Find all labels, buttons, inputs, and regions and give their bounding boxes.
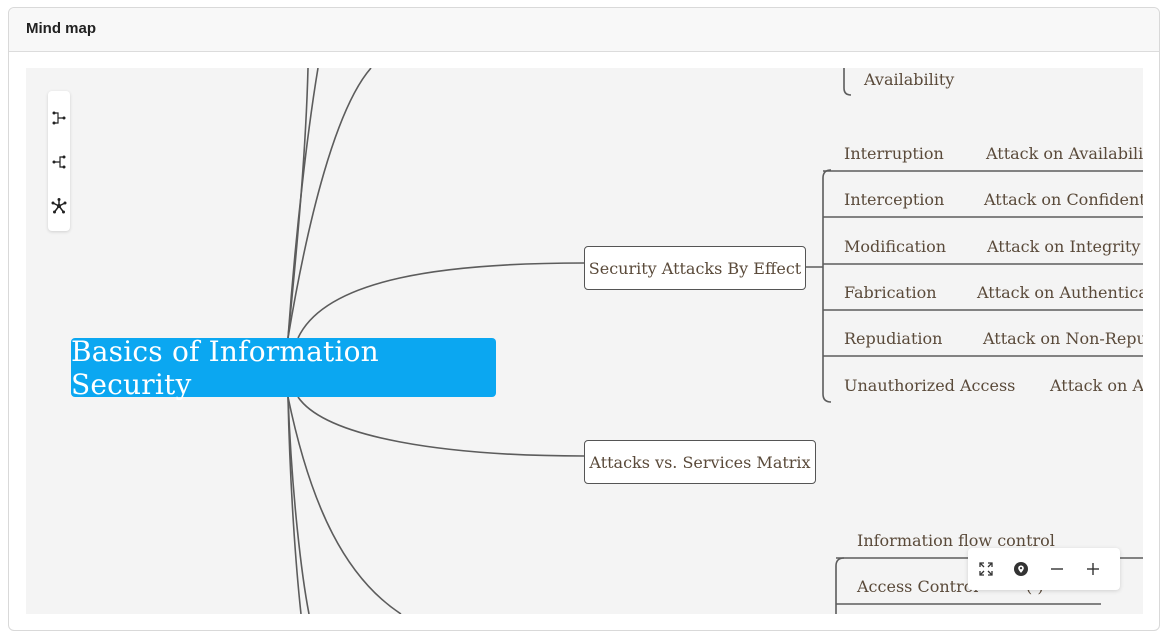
- leaf-access-control[interactable]: Access Control: [857, 577, 979, 596]
- mind-map-panel: Mind map: [8, 7, 1160, 631]
- layout-left-icon[interactable]: [51, 154, 67, 170]
- leaf-effect-name[interactable]: Fabrication: [844, 283, 937, 302]
- leaf-information-flow-control[interactable]: Information flow control: [857, 531, 1055, 550]
- panel-title: Mind map: [26, 20, 96, 37]
- node-attacks-vs-services-matrix[interactable]: Attacks vs. Services Matrix: [584, 440, 816, 484]
- link-availability: [843, 68, 852, 96]
- link-root-up-2: [287, 68, 309, 339]
- leaf-effect-name[interactable]: Unauthorized Access: [844, 376, 1016, 395]
- mind-map-canvas[interactable]: Basics of Information Security Security …: [26, 68, 1143, 614]
- root-node[interactable]: Basics of Information Security: [71, 335, 496, 401]
- link-bottom-bracket: [835, 557, 845, 614]
- leaf-effect-name[interactable]: Interruption: [844, 144, 944, 163]
- leaf-effect-target[interactable]: Attack on Authenticat: [977, 283, 1143, 302]
- link-root-down-3: [287, 396, 402, 614]
- link-root-up-3: [287, 68, 372, 339]
- panel-header: Mind map: [9, 8, 1159, 52]
- zoom-out-icon[interactable]: [1048, 560, 1066, 578]
- layout-radial-icon[interactable]: [51, 198, 67, 214]
- link-root-down-2: [287, 396, 310, 614]
- link-effect-bracket: [822, 169, 832, 403]
- leaf-availability[interactable]: Availability: [864, 70, 955, 89]
- zoom-controls: [968, 548, 1120, 590]
- fit-screen-icon[interactable]: [977, 560, 995, 578]
- leaf-effect-target[interactable]: Attack on Ac: [1050, 376, 1143, 395]
- link-root-effect: [297, 262, 585, 339]
- leaf-effect-name[interactable]: Repudiation: [844, 329, 943, 348]
- layout-toolbar: [48, 91, 70, 231]
- layout-right-icon[interactable]: [51, 110, 67, 126]
- leaf-effect-name[interactable]: Modification: [844, 237, 947, 256]
- leaf-effect-name[interactable]: Interception: [844, 190, 945, 209]
- zoom-in-icon[interactable]: [1084, 560, 1102, 578]
- link-root-matrix: [297, 396, 585, 457]
- leaf-effect-target[interactable]: Attack on Non-Repud: [983, 329, 1143, 348]
- leaf-effect-target[interactable]: Attack on Confidentia: [984, 190, 1143, 209]
- leaf-effect-target[interactable]: Attack on Integrity: [987, 237, 1141, 256]
- locate-icon[interactable]: [1012, 560, 1030, 578]
- leaf-effect-target[interactable]: Attack on Availabilit: [986, 144, 1143, 163]
- node-security-attacks-by-effect[interactable]: Security Attacks By Effect: [584, 246, 806, 290]
